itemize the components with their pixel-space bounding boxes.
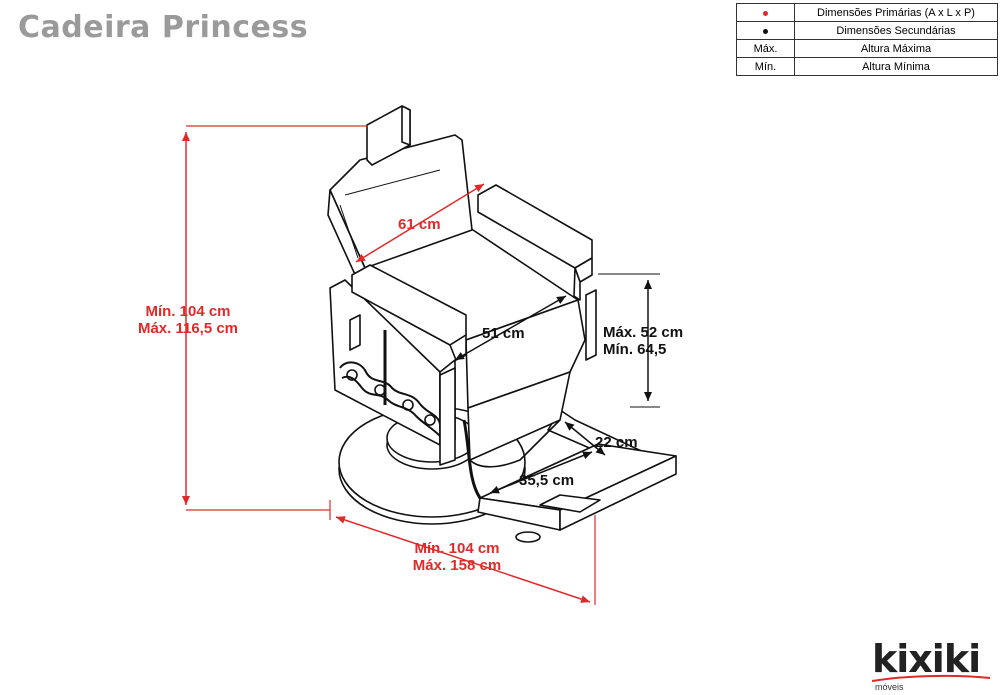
footrest-depth-dimension	[564, 421, 606, 456]
logo-swoosh-icon	[872, 674, 991, 682]
legend-row: Dimensões Primárias (A x L x P)	[736, 3, 998, 22]
seat-width-label: 51 cm	[482, 325, 525, 342]
depth-label: Mín. 104 cm Máx. 158 cm	[402, 540, 512, 574]
diagram-title: Cadeira Princess	[18, 10, 309, 45]
backrest-width-label: 61 cm	[398, 216, 441, 233]
height-min-label: Mín. 104 cm	[145, 303, 231, 320]
logo-brand: kixiki	[872, 637, 981, 681]
red-dot-icon	[763, 10, 768, 16]
depth-dimension	[329, 500, 596, 605]
seat-height-max-label: Máx. 52 cm	[603, 324, 684, 341]
footrest-width-dimension	[489, 451, 593, 494]
height-max-label: Máx. 116,5 cm	[137, 320, 239, 337]
seat-height-dimension	[598, 273, 660, 408]
chair-armrest-left	[349, 264, 467, 466]
height-dimension	[182, 125, 368, 511]
footrest-depth-label: 22 cm	[595, 434, 638, 451]
seat-height-label: Máx. 52 cm Mín. 64,5	[603, 324, 683, 358]
backrest-width-dimension	[355, 183, 485, 263]
chair-armrest-right	[477, 184, 597, 361]
black-dot-icon	[763, 28, 768, 34]
seat-width-dimension	[454, 295, 567, 361]
footrest-width-label: 35,5 cm	[519, 472, 575, 489]
kixiki-logo: kixiki móveis	[872, 637, 991, 692]
legend-value: Dimensões Secundárias	[794, 21, 998, 40]
legend-value: Dimensões Primárias (A x L x P)	[794, 3, 998, 22]
legend-row: Mín. Altura Mínima	[736, 57, 998, 76]
height-label: Mín. 104 cm Máx. 116,5 cm	[128, 303, 248, 337]
legend-table: Dimensões Primárias (A x L x P) Dimensõe…	[736, 3, 998, 76]
depth-min-label: Mín. 104 cm	[414, 540, 500, 557]
logo-sub: móveis	[875, 682, 904, 692]
legend-row: Dimensões Secundárias	[736, 21, 998, 40]
legend-key: Máx.	[736, 39, 795, 58]
legend-value: Altura Mínima	[794, 57, 998, 76]
seat-height-min-label: Mín. 64,5	[603, 341, 667, 358]
depth-max-label: Máx. 158 cm	[412, 557, 502, 574]
